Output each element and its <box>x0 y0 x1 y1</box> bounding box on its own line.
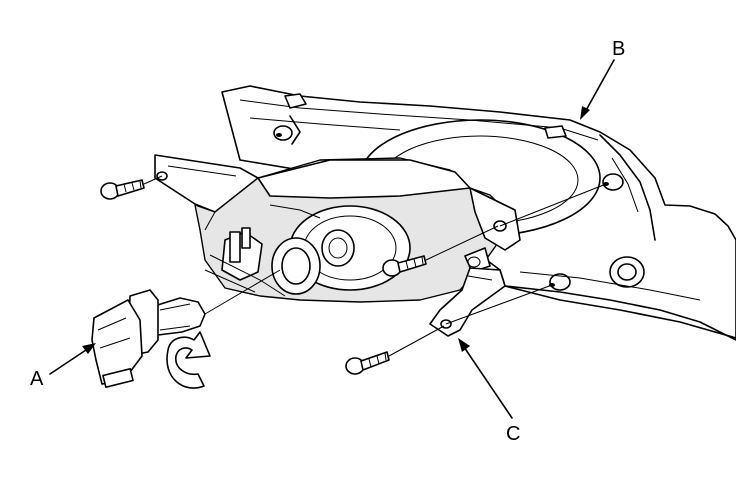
alignment-line-upper <box>499 183 607 227</box>
screw-lower <box>345 325 445 375</box>
callout-b-label: B <box>612 38 625 60</box>
callout-b: B <box>580 38 625 120</box>
headlight-bulb <box>91 269 281 389</box>
callout-c: C <box>458 338 520 445</box>
callout-c-label: C <box>506 423 520 445</box>
screw-upper-left <box>100 175 163 200</box>
alignment-line-lower <box>445 284 553 325</box>
lamp-body <box>194 157 521 303</box>
callout-a: A <box>30 343 96 390</box>
callout-a-label: A <box>30 368 44 390</box>
screw-middle <box>382 225 499 277</box>
rotate-arrow-icon <box>166 331 211 389</box>
